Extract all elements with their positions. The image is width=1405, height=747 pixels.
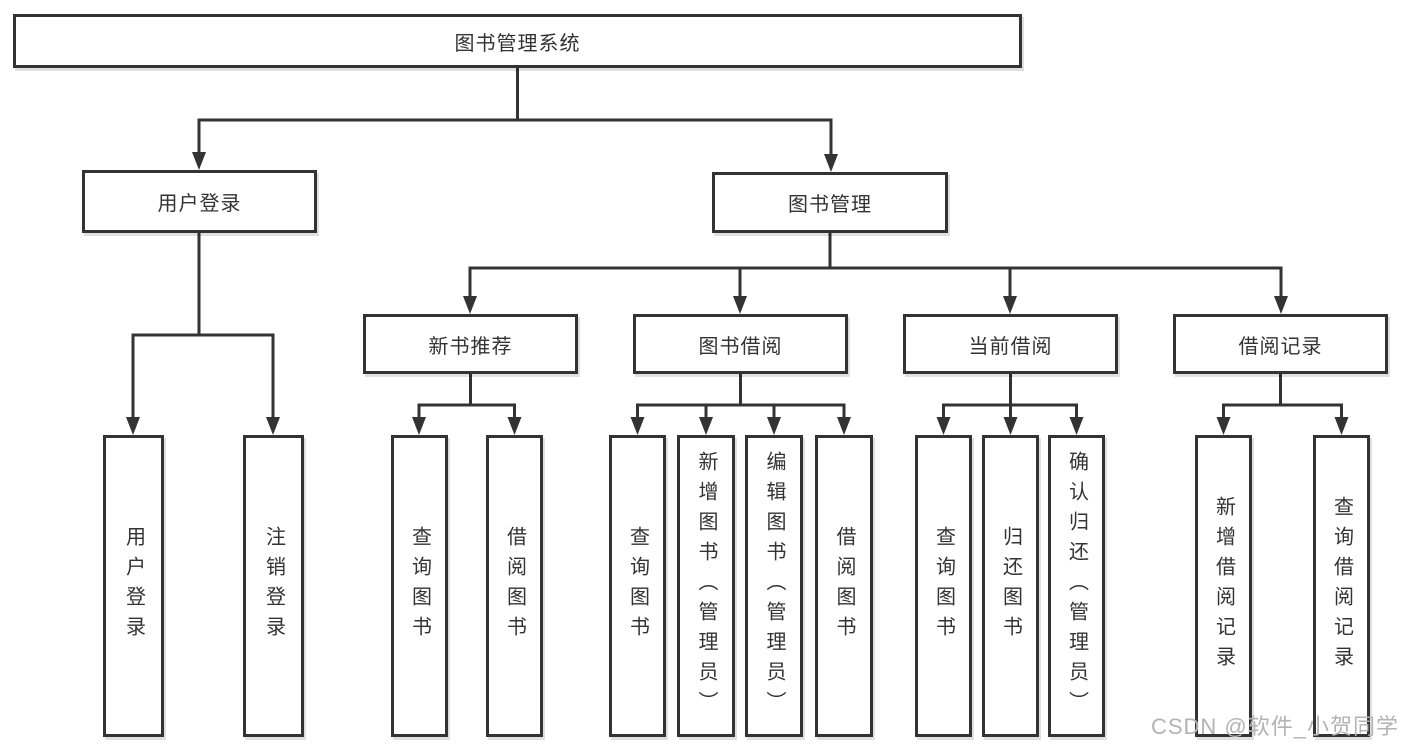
node-user-login-label: 用户登录 [157, 193, 242, 215]
leaf-current-query-books: 查询图书 [915, 435, 972, 737]
leaf-add-borrow-record-label: 新增借阅记录 [1212, 496, 1235, 676]
csdn-watermark: CSDN @软件_小贺同学 [1150, 714, 1399, 739]
node-book-borrow-label: 图书借阅 [698, 335, 783, 358]
leaf-user-login: 用户登录 [103, 435, 164, 737]
leaf-logout: 注销登录 [243, 435, 304, 737]
leaf-query-borrow-record-label: 查询借阅记录 [1330, 496, 1353, 676]
node-borrow-records: 借阅记录 [1173, 314, 1388, 374]
connector-strokes [131, 65, 1343, 419]
leaf-current-query-books-label: 查询图书 [932, 526, 955, 646]
leaf-confirm-return-admin: 确认归还（管理员） [1048, 435, 1105, 737]
node-user-login: 用户登录 [82, 170, 317, 233]
leaf-recommend-borrow-books: 借阅图书 [486, 435, 543, 737]
node-book-borrow: 图书借阅 [633, 314, 848, 374]
leaf-borrow-books: 借阅图书 [815, 435, 873, 737]
leaf-borrow-query-books-label: 查询图书 [626, 526, 649, 646]
node-root: 图书管理系统 [13, 14, 1022, 68]
node-borrow-records-label: 借阅记录 [1238, 335, 1323, 358]
node-new-book-recommend-label: 新书推荐 [428, 335, 513, 358]
leaf-add-borrow-record: 新增借阅记录 [1195, 435, 1252, 737]
leaf-return-books-label: 归还图书 [999, 526, 1022, 646]
leaf-edit-books-admin-label: 编辑图书（管理员） [763, 451, 785, 721]
leaf-recommend-query-books: 查询图书 [391, 435, 448, 737]
leaf-logout-label: 注销登录 [262, 526, 285, 646]
leaf-recommend-query-books-label: 查询图书 [408, 526, 431, 646]
node-current-borrow: 当前借阅 [903, 314, 1118, 374]
node-book-management: 图书管理 [712, 172, 948, 233]
arrowheads [126, 152, 1349, 435]
leaf-query-borrow-record: 查询借阅记录 [1313, 435, 1370, 737]
leaf-add-books-admin: 新增图书（管理员） [677, 435, 735, 737]
leaf-edit-books-admin: 编辑图书（管理员） [745, 435, 803, 737]
leaf-user-login-label: 用户登录 [122, 526, 145, 646]
leaf-return-books: 归还图书 [982, 435, 1039, 737]
node-root-label: 图书管理系统 [454, 32, 581, 55]
leaf-add-books-admin-label: 新增图书（管理员） [695, 451, 717, 721]
leaf-borrow-query-books: 查询图书 [609, 435, 666, 737]
leaf-borrow-books-label: 借阅图书 [833, 526, 855, 646]
node-new-book-recommend: 新书推荐 [363, 314, 578, 374]
leaf-confirm-return-admin-label: 确认归还（管理员） [1065, 451, 1088, 721]
node-book-management-label: 图书管理 [788, 194, 872, 216]
node-current-borrow-label: 当前借阅 [968, 335, 1053, 358]
leaf-recommend-borrow-books-label: 借阅图书 [503, 526, 526, 646]
